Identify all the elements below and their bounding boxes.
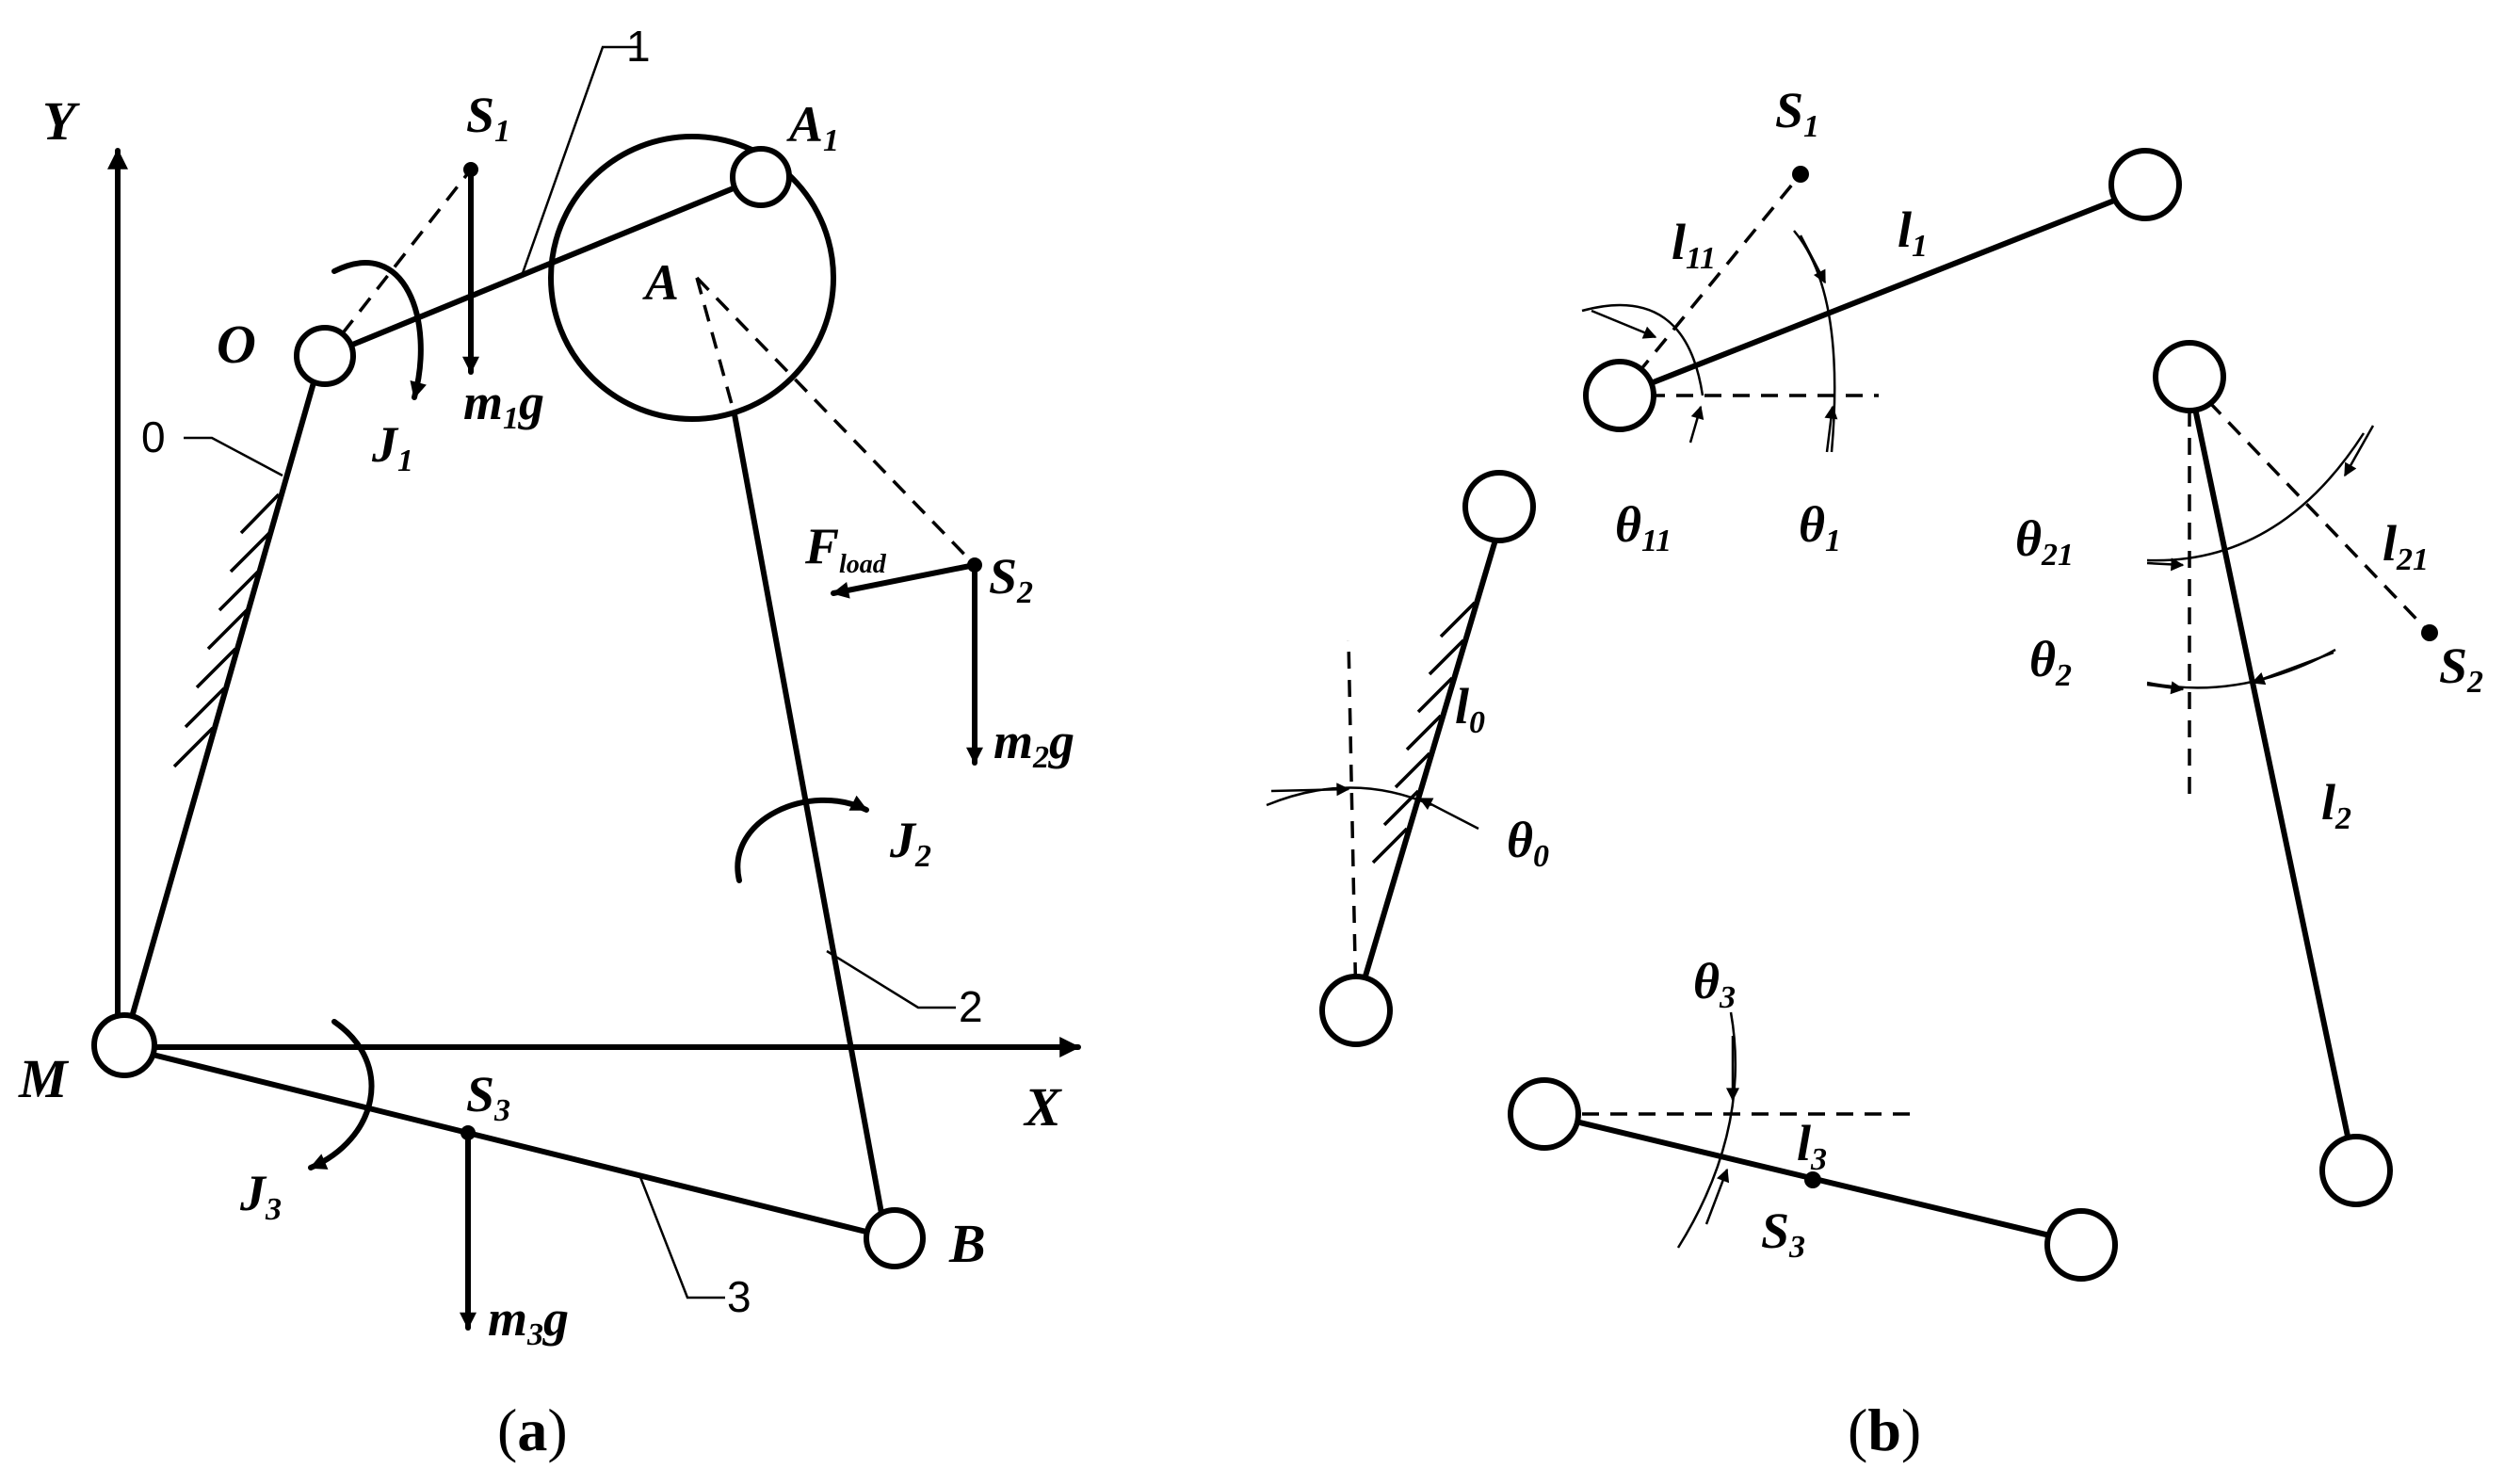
point-a-label: A [642, 254, 679, 311]
rocker-link-3 [120, 1044, 896, 1241]
m2g-label: m2g [993, 713, 1074, 775]
b-l21-label: l21 [2383, 515, 2429, 577]
b-l0-reference-dashed [1347, 639, 1358, 1009]
b-s3-dot [1804, 1171, 1821, 1188]
b-theta21-arrow-2 [2343, 425, 2375, 477]
b-joint-l2-top [2153, 340, 2226, 413]
b-theta11-label: θ11 [1615, 496, 1672, 558]
b-l11-dashed [1618, 172, 1802, 397]
point-b-label: B [948, 1213, 986, 1274]
point-m-label: M [18, 1048, 70, 1109]
b-joint-l2-bottom [2319, 1134, 2393, 1207]
joint-m [91, 1012, 157, 1078]
crank-disc [548, 134, 836, 422]
b-theta11-arrow-2 [1688, 405, 1704, 444]
link-3-leader [638, 1176, 725, 1300]
b-theta0-arrow-left [1270, 783, 1350, 797]
link-0-number: 0 [141, 412, 166, 461]
ground-hatching [172, 492, 281, 768]
s1-offset-dashed [323, 168, 473, 358]
b-theta2-arrow [2146, 681, 2185, 695]
b-s1-label: S1 [1775, 82, 1819, 144]
s3-label: S3 [466, 1066, 510, 1128]
ground-link-0 [121, 357, 323, 1046]
s2-offset-dashed [695, 276, 977, 567]
m1g-label: m1g [463, 374, 544, 436]
b-s1-dot [1792, 166, 1809, 183]
b-l21-dashed [2188, 379, 2431, 635]
caption-a: (a) [497, 1396, 568, 1463]
b-l2-label: l2 [2321, 774, 2351, 836]
j2-label: J2 [889, 812, 931, 874]
link-3-number: 3 [727, 1272, 751, 1321]
fload-force-arrow [831, 562, 977, 599]
b-theta0-label: θ0 [1507, 812, 1549, 874]
b-theta1-arrow-2 [1824, 405, 1838, 453]
b-theta11-arc [1581, 303, 1704, 396]
joint-o [294, 325, 356, 387]
b-s3-label: S3 [1761, 1203, 1805, 1265]
b-theta3-arc [1676, 1011, 1737, 1249]
b-joint-l3-right [2044, 1208, 2118, 1282]
m3g-label: m3g [488, 1290, 569, 1352]
b-joint-l3-left [1508, 1077, 1581, 1151]
link-1-leader [521, 45, 640, 274]
b-link-l0 [1353, 525, 1502, 1010]
b-l11-label: l11 [1672, 214, 1716, 276]
s2-label: S2 [989, 548, 1033, 610]
b-theta21-label: θ21 [2015, 510, 2074, 573]
link-0-leader [184, 436, 283, 477]
b-joint-l0-bottom [1319, 974, 1393, 1047]
j1-moment-arrow [331, 260, 427, 400]
b-theta3-arrow-2 [1704, 1168, 1730, 1225]
joint-b [864, 1207, 926, 1269]
j3-label: J3 [239, 1165, 282, 1227]
b-l0-hatching [1371, 601, 1477, 864]
b-link-l2 [2187, 379, 2357, 1170]
b-s2-dot [2421, 624, 2438, 641]
x-axis-label: X [1023, 1076, 1062, 1138]
b-theta11-arrow [1591, 309, 1657, 339]
b-theta2-arc [2146, 648, 2336, 689]
b-joint-l1-left [1583, 359, 1656, 432]
j2-moment-arrow [735, 795, 869, 883]
b-l1-label: l1 [1898, 202, 1928, 264]
b-theta2-arrow-2 [2251, 651, 2334, 686]
b-theta3-label: θ3 [1693, 953, 1736, 1015]
b-theta0-arc [1266, 786, 1432, 807]
link-2-leader [826, 949, 956, 1009]
b-l3-label: l3 [1797, 1115, 1827, 1177]
j3-moment-arrow [308, 1019, 375, 1170]
fload-label: Fload [804, 518, 887, 579]
b-l0-label: l0 [1455, 678, 1485, 740]
b-theta2-label: θ2 [2029, 631, 2072, 693]
link-1-number: 1 [626, 22, 651, 71]
b-joint-l0-top [1462, 470, 1536, 543]
coupler-dashed-extension [695, 277, 736, 415]
j1-label: J1 [371, 416, 413, 478]
crank-link-1 [322, 174, 764, 359]
b-theta0-arrow-right [1418, 797, 1479, 831]
b-s2-label: S2 [2439, 638, 2483, 700]
point-o-label: O [217, 314, 256, 375]
joint-a1 [730, 146, 792, 208]
link-2-number: 2 [959, 982, 983, 1031]
b-theta21-arrow [2146, 557, 2185, 572]
b-theta1-label: θ1 [1799, 496, 1841, 558]
panel-a: Y X 0 1 S1 m1g J1 [18, 22, 1081, 1463]
panel-b: l0 θ0 S1 l11 l1 θ11 θ1 S2 l21 l2 [1266, 82, 2483, 1463]
y-axis-label: Y [42, 90, 80, 152]
coupler-link-2 [732, 412, 888, 1236]
s1-label: S1 [466, 87, 510, 149]
b-link-l1 [1617, 186, 2148, 398]
caption-b: (b) [1848, 1396, 1921, 1463]
b-theta1-arrow [1799, 234, 1827, 284]
b-joint-l1-right [2108, 148, 2182, 221]
point-a1-label: A1 [786, 96, 839, 158]
